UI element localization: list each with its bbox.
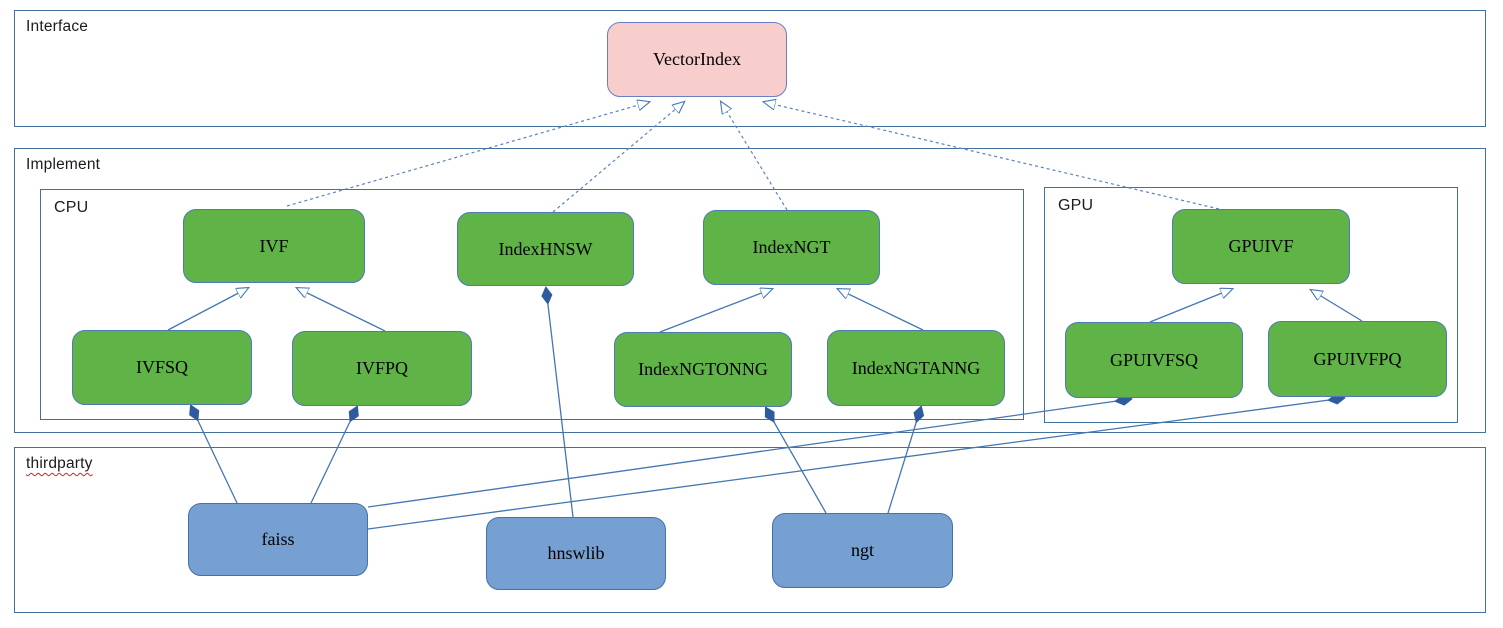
node-gpuivf-label: GPUIVF: [1228, 236, 1294, 256]
node-indexhnsw-label: IndexHNSW: [498, 238, 593, 259]
node-indexngt-label: IndexNGT: [752, 237, 831, 257]
group-gpu-label: GPU: [1058, 197, 1094, 214]
group-cpu: CPU: [40, 189, 1024, 420]
node-ivfsq-label: IVFSQ: [135, 357, 188, 377]
edge-indexhnsw-vectorindex: [552, 102, 684, 213]
node-indexngt: IndexNGT: [703, 210, 880, 285]
node-hnswlib: hnswlib: [486, 517, 666, 590]
edge-gpuivf-vectorindex: [764, 102, 1220, 210]
edge-ivf-vectorindex: [286, 102, 649, 207]
node-ngt-label: ngt: [850, 540, 874, 560]
node-ivfpq: IVFPQ: [292, 331, 472, 406]
group-cpu-label: CPU: [54, 199, 89, 216]
group-gpu: GPU: [1044, 187, 1458, 423]
node-ivfsq: IVFSQ: [72, 330, 252, 405]
node-indexngtanng: IndexNGTANNG: [827, 330, 1005, 406]
group-implement-label: Implement: [26, 156, 101, 173]
node-gpuivfpq: GPUIVFPQ: [1268, 321, 1447, 397]
node-indexngtonng-label: IndexNGTONNG: [638, 359, 768, 379]
node-gpuivfsq: GPUIVFSQ: [1065, 322, 1243, 398]
group-interface-label: Interface: [26, 18, 89, 35]
edge-gpuivfsq-gpuivf: [1149, 289, 1232, 323]
node-ivfpq-label: IVFPQ: [355, 358, 408, 378]
group-thirdparty-label: thirdparty: [26, 455, 93, 472]
edge-indexngtonng-ngt: [766, 408, 827, 514]
node-ivf: IVF: [183, 209, 365, 283]
node-vectorindex-label: VectorIndex: [653, 49, 741, 69]
group-implement: Implement: [14, 148, 1486, 433]
edge-gpuivfsq-faiss: [367, 399, 1131, 508]
node-faiss-label: faiss: [261, 529, 295, 549]
node-gpuivfpq-label: GPUIVFPQ: [1313, 348, 1402, 369]
node-hnswlib-label: hnswlib: [547, 543, 605, 563]
group-thirdparty: thirdparty: [14, 447, 1486, 613]
node-vectorindex: VectorIndex: [607, 22, 787, 97]
edge-gpuivfpq-faiss: [367, 398, 1344, 530]
node-faiss: faiss: [188, 503, 368, 576]
node-gpuivfsq-label: GPUIVFSQ: [1109, 349, 1199, 370]
edge-gpuivfpq-gpuivf: [1311, 290, 1363, 322]
edge-ivfsq-faiss: [191, 406, 238, 504]
edge-indexngtonng-indexngt: [659, 289, 772, 333]
node-indexngtanng-label: IndexNGTANNG: [851, 357, 981, 378]
edge-indexhnsw-hnswlib: [546, 288, 574, 518]
edge-ivfsq-ivf: [167, 288, 248, 331]
node-ngt: ngt: [772, 513, 953, 588]
node-indexngtonng: IndexNGTONNG: [614, 332, 792, 407]
node-gpuivf: GPUIVF: [1172, 209, 1350, 284]
edge-ivfpq-faiss: [310, 407, 357, 504]
edge-indexngtanng-ngt: [887, 407, 921, 514]
edge-ivfpq-ivf: [297, 288, 386, 332]
edge-indexngt-vectorindex: [721, 102, 788, 211]
node-indexhnsw: IndexHNSW: [457, 212, 634, 286]
group-interface: Interface: [14, 10, 1486, 127]
node-ivf-label: IVF: [259, 235, 289, 256]
edge-indexngtanng-indexngt: [838, 289, 924, 331]
